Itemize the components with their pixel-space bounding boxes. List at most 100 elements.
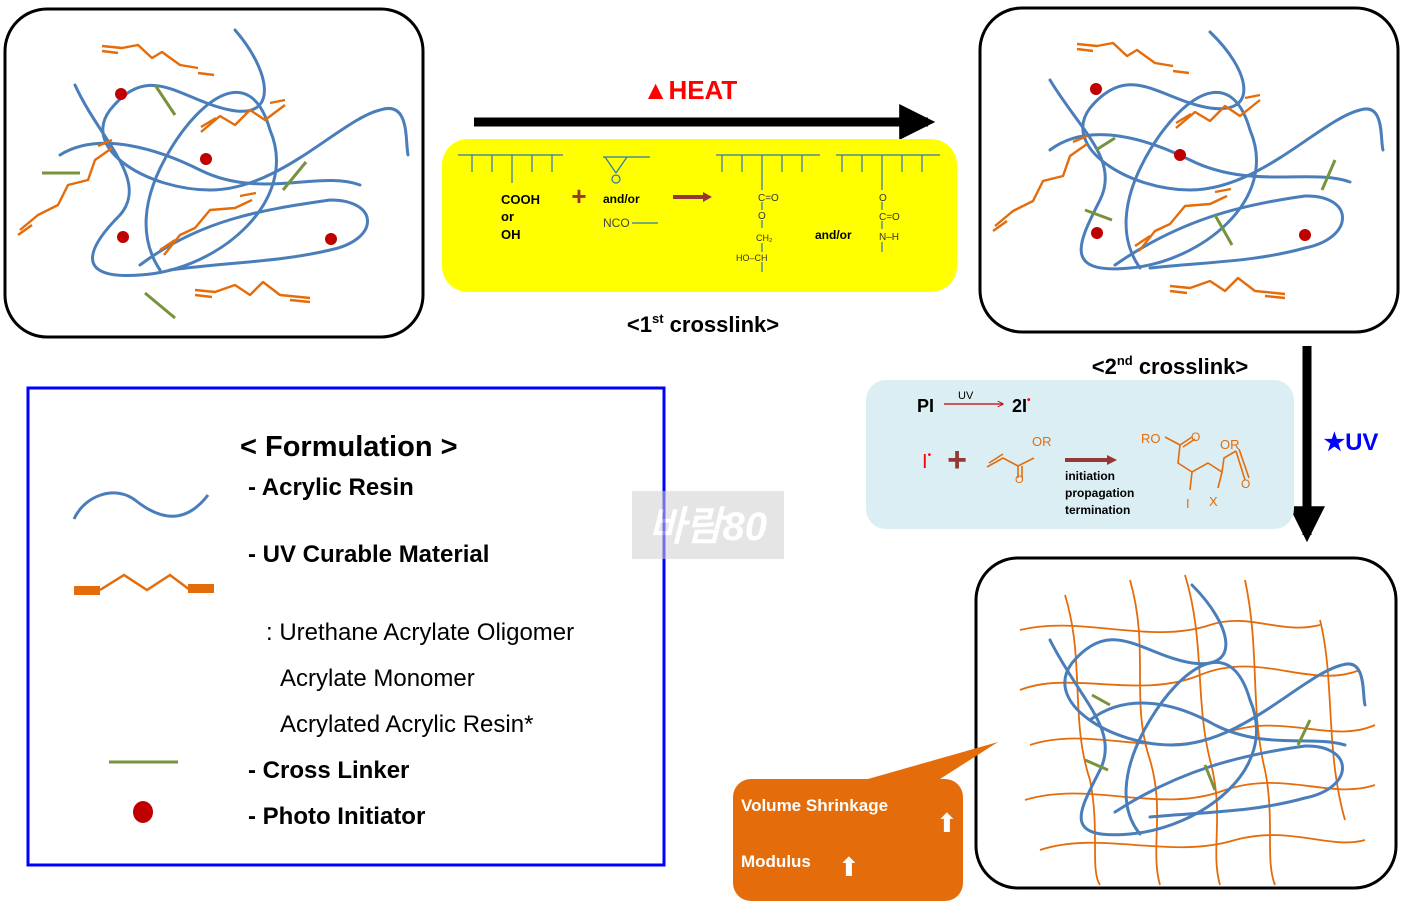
crosslink-bond — [1095, 136, 1116, 152]
legend-cross-linker: - Cross Linker — [248, 757, 409, 784]
modulus-up-icon: ⬆ — [838, 852, 860, 882]
pi-label: PI — [917, 396, 934, 416]
legend-uv-sub-2: Acrylate Monomer — [280, 665, 475, 692]
uv-material-molecule — [194, 280, 311, 304]
thermal-reaction-box: COOH or OH + and/or NCO C=O O CH₂ HO–CH … — [442, 139, 957, 292]
legend-uv-curable: - UV Curable Material — [248, 541, 489, 568]
svg-text:O: O — [1241, 477, 1250, 491]
step-propagation: propagation — [1065, 486, 1134, 500]
heat-step: ▲HEAT — [474, 75, 936, 140]
svg-text:O: O — [1191, 430, 1200, 444]
uv-material-molecule — [992, 134, 1088, 232]
uv-material-molecule — [17, 138, 113, 236]
reactant-cooh: COOH — [501, 192, 540, 207]
crosslink-bond — [1213, 214, 1234, 246]
photo-initiator-dot — [200, 153, 212, 165]
legend-title: < Formulation > — [240, 431, 458, 463]
second-crosslink-label: <2nd crosslink> — [1092, 353, 1249, 379]
resin-chain — [1048, 133, 1352, 184]
resin-chain — [101, 28, 410, 192]
uv-plus-sign: + — [947, 441, 967, 479]
crosslinker — [153, 84, 177, 116]
property-callout: Volume Shrinkage ⬆ Modulus ⬆ — [733, 742, 998, 901]
uv-material-molecule — [1175, 93, 1261, 129]
crosslink-bond — [1084, 208, 1113, 222]
heat-label: ▲HEAT — [643, 75, 738, 105]
product-or: OR — [1220, 437, 1240, 452]
ester-ch2: CH₂ — [756, 233, 773, 243]
ester-hoch: HO–CH — [736, 253, 768, 263]
photo-initiator-dot — [1299, 229, 1311, 241]
uv-small-label: UV — [958, 390, 974, 402]
crosslink-bond — [1203, 764, 1217, 791]
uv-network-chain — [1319, 619, 1346, 821]
panel-uncured — [3, 7, 425, 339]
watermark: 바람80 — [632, 491, 784, 559]
photo-initiator-swatch — [133, 801, 153, 823]
legend-uv-sub-1: : Urethane Acrylate Oligomer — [266, 619, 574, 646]
ester-co: C=O — [758, 193, 779, 204]
step-termination: termination — [1065, 503, 1130, 517]
photo-initiator-dot — [1091, 227, 1103, 239]
radical-i: I• — [922, 450, 932, 473]
product-x-end: X — [1209, 494, 1218, 509]
crosslinker — [281, 161, 308, 191]
plus-sign: + — [571, 181, 586, 211]
photo-initiator-dot — [117, 231, 129, 243]
svg-text:O: O — [1015, 474, 1024, 486]
legend-uv-sub-3: Acrylated Acrylic Resin* — [280, 711, 533, 738]
panel-uv-cured — [974, 556, 1398, 890]
photo-initiator-dot — [1090, 83, 1102, 95]
urethane-co: C=O — [879, 212, 900, 223]
uv-network-chain — [1129, 579, 1161, 886]
reactant-nco: NCO — [603, 216, 630, 230]
crosslink-bond — [1296, 719, 1312, 746]
resin-chain — [1113, 744, 1344, 819]
uv-reaction-box: PI UV 2I• I• + OR O initiation propagati… — [866, 380, 1294, 529]
product-ro: RO — [1141, 431, 1161, 446]
reactant-and-or: and/or — [603, 192, 640, 206]
urethane-o: O — [879, 193, 887, 204]
product-and-or: and/or — [815, 228, 852, 242]
step-initiation: initiation — [1065, 469, 1115, 483]
formulation-legend: < Formulation > - Acrylic Resin - UV Cur… — [26, 386, 666, 867]
resin-chain — [1063, 583, 1367, 747]
crosslinker — [144, 291, 176, 320]
crosslink-bond — [1084, 758, 1109, 772]
resin-chain — [73, 83, 278, 277]
uv-label: ★UV — [1324, 429, 1379, 456]
uv-material-molecule — [1134, 187, 1232, 252]
uv-network-chain — [1244, 579, 1276, 886]
uv-material-molecule — [1076, 41, 1190, 75]
first-crosslink-label: <1st crosslink> — [627, 311, 779, 337]
uv-network-chain — [1064, 594, 1101, 886]
resin-chain — [138, 198, 369, 272]
resin-chain — [1048, 78, 1258, 271]
acrylic-resin-swatch — [72, 491, 210, 520]
product-i-end: I — [1186, 496, 1190, 511]
uv-network-chain — [1019, 620, 1321, 634]
resin-chain — [1088, 701, 1347, 747]
uv-material-molecule — [1169, 276, 1286, 300]
resin-chain — [1048, 638, 1258, 837]
legend-photo-initiator: - Photo Initiator — [248, 803, 425, 830]
crosslink-bond — [1320, 159, 1337, 191]
reactant-oh: OH — [501, 227, 521, 242]
monomer-or: OR — [1032, 434, 1052, 449]
volume-shrinkage-up-icon: ⬆ — [936, 808, 958, 838]
uv-material-molecule — [101, 43, 215, 77]
photo-initiator-dot — [325, 233, 337, 245]
urethane-nh: N–H — [879, 232, 899, 243]
svg-text:바람80: 바람80 — [649, 505, 767, 549]
uv-material-molecule — [159, 191, 257, 256]
panel-thermal-cured — [978, 6, 1400, 334]
resin-chain — [1113, 194, 1344, 270]
reactant-or: or — [501, 209, 514, 224]
photo-initiator-dot — [115, 88, 127, 100]
volume-shrinkage-label: Volume Shrinkage — [741, 796, 888, 815]
crosslink-bond — [1091, 693, 1111, 707]
legend-acrylic-resin: - Acrylic Resin — [248, 474, 414, 501]
photo-initiator-dot — [1174, 149, 1186, 161]
uv-material-molecule — [200, 98, 286, 133]
